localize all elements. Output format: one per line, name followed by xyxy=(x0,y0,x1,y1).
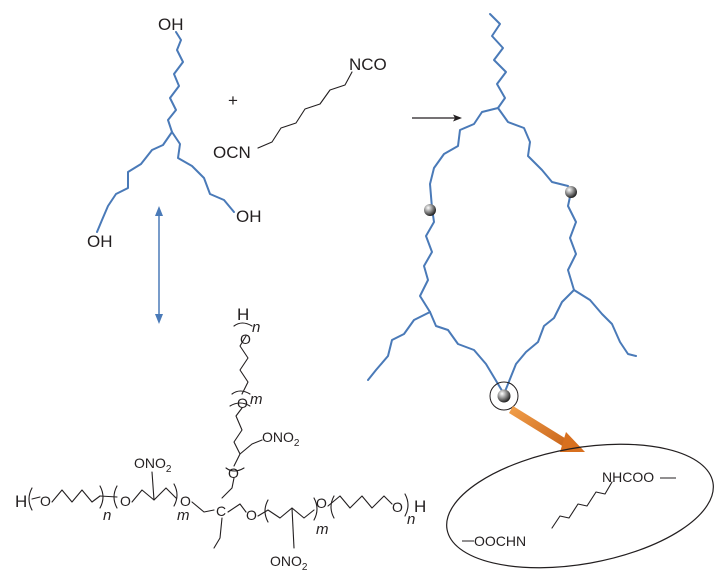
oh-label-top: OH xyxy=(158,15,184,34)
h-label-top: H xyxy=(237,305,249,324)
network-strand-to-node-right xyxy=(503,289,575,395)
zoom-arrow xyxy=(509,406,585,452)
triol-molecule: OH OH OH xyxy=(87,15,262,251)
inset-hexamethylene-chain xyxy=(551,481,613,529)
crosslink-bead-right xyxy=(565,186,577,198)
oh-label-right: OH xyxy=(236,207,262,226)
core-ethyl-group xyxy=(213,517,223,549)
o-label-left-3: O xyxy=(180,493,191,509)
left-arm-to-core xyxy=(191,501,215,513)
right-arm-glycidyl-backbone xyxy=(257,507,315,519)
o-label-left-2: O xyxy=(120,493,131,509)
network-strand-left-lower xyxy=(419,207,435,313)
crosslink-bead-bottom xyxy=(497,389,511,403)
left-arm-bond xyxy=(31,496,41,500)
network-strand-branch-right xyxy=(573,289,637,357)
left-arm-link xyxy=(99,495,118,498)
diisocyanate-molecule: NCO OCN xyxy=(213,55,387,162)
crosslink-bead-left xyxy=(424,204,436,216)
network-strand-right-upper xyxy=(497,107,572,193)
o-label-right-1: O xyxy=(246,507,257,523)
m-label-left: m xyxy=(177,507,190,524)
network-strand-branch-left xyxy=(367,311,431,381)
left-arm-ptmo-chain xyxy=(51,489,101,503)
triol-arm-right xyxy=(171,131,235,213)
triol-arm-top xyxy=(167,31,184,133)
star-copolymer-structure: H O n O ONO2 m O C O ONO2 m O O n xyxy=(15,305,426,573)
equivalence-double-arrow xyxy=(155,206,163,324)
top-arm-ch2-ono2 xyxy=(239,439,263,455)
h-label-right: H xyxy=(414,497,426,516)
core-carbon-label: C xyxy=(216,503,226,519)
nhcoo-label: NHCOO xyxy=(602,469,654,485)
polymer-network xyxy=(367,13,637,411)
left-arm-bracket-m-close xyxy=(173,483,178,507)
network-strand-to-node-left xyxy=(429,311,505,395)
top-arm-glycidyl-backbone xyxy=(233,407,243,467)
network-strand-top xyxy=(489,13,507,109)
urethane-linkage-inset: NHCOO OOCHN xyxy=(446,443,714,569)
h-label-left: H xyxy=(15,492,27,511)
o-label-left-1: O xyxy=(40,493,51,509)
ono2-label-right: ONO2 xyxy=(270,553,308,573)
top-arm-ptmo-chain xyxy=(239,335,249,395)
o-label-top-2: O xyxy=(237,395,248,411)
m-label-top: m xyxy=(250,391,263,408)
o-label-top-1: O xyxy=(228,465,239,481)
top-arm-bracket-m-open xyxy=(225,467,245,472)
plus-sign: + xyxy=(228,91,238,110)
n-label-left: n xyxy=(103,507,111,524)
right-arm-bracket-m-close xyxy=(313,497,318,521)
n-label-top: n xyxy=(252,319,260,336)
diisocyanate-chain xyxy=(257,71,353,149)
ono2-label-left: ONO2 xyxy=(134,455,172,475)
n-label-right: n xyxy=(407,511,415,528)
o-label-right-2: O xyxy=(316,495,327,511)
oh-label-left: OH xyxy=(87,232,113,251)
network-strand-left-upper xyxy=(429,107,499,209)
right-arm-ptmo-chain xyxy=(327,495,393,509)
oochn-label: OOCHN xyxy=(474,533,526,549)
nco-label: NCO xyxy=(349,55,387,74)
ocn-label: OCN xyxy=(213,143,251,162)
triol-arm-left xyxy=(96,131,173,233)
left-arm-bracket-n-open xyxy=(28,487,33,511)
left-arm-bracket-n-close xyxy=(99,485,104,509)
reaction-arrow xyxy=(412,114,462,122)
network-strand-right-lower xyxy=(567,191,577,291)
top-arm-bracket-n-open xyxy=(231,390,251,395)
right-arm-bracket-n-close xyxy=(404,493,409,517)
core-to-right-arm xyxy=(227,503,247,513)
left-arm-ch2-ono2 xyxy=(151,471,155,501)
top-arm-bracket-m-close xyxy=(229,402,251,407)
right-arm-ch2-ono2 xyxy=(291,507,295,549)
right-arm-bracket-m-open xyxy=(264,499,269,523)
ono2-label-top: ONO2 xyxy=(262,429,300,449)
inset-ellipse xyxy=(446,443,714,569)
top-arm-bracket-n-close xyxy=(233,322,253,327)
m-label-right: m xyxy=(316,521,329,538)
o-label-top-3: O xyxy=(240,331,251,347)
core-to-top-arm xyxy=(221,477,235,499)
right-arm-bracket-n-open xyxy=(330,495,335,519)
o-label-right-3: O xyxy=(392,499,403,515)
crosslink-highlight-ring xyxy=(489,381,519,411)
